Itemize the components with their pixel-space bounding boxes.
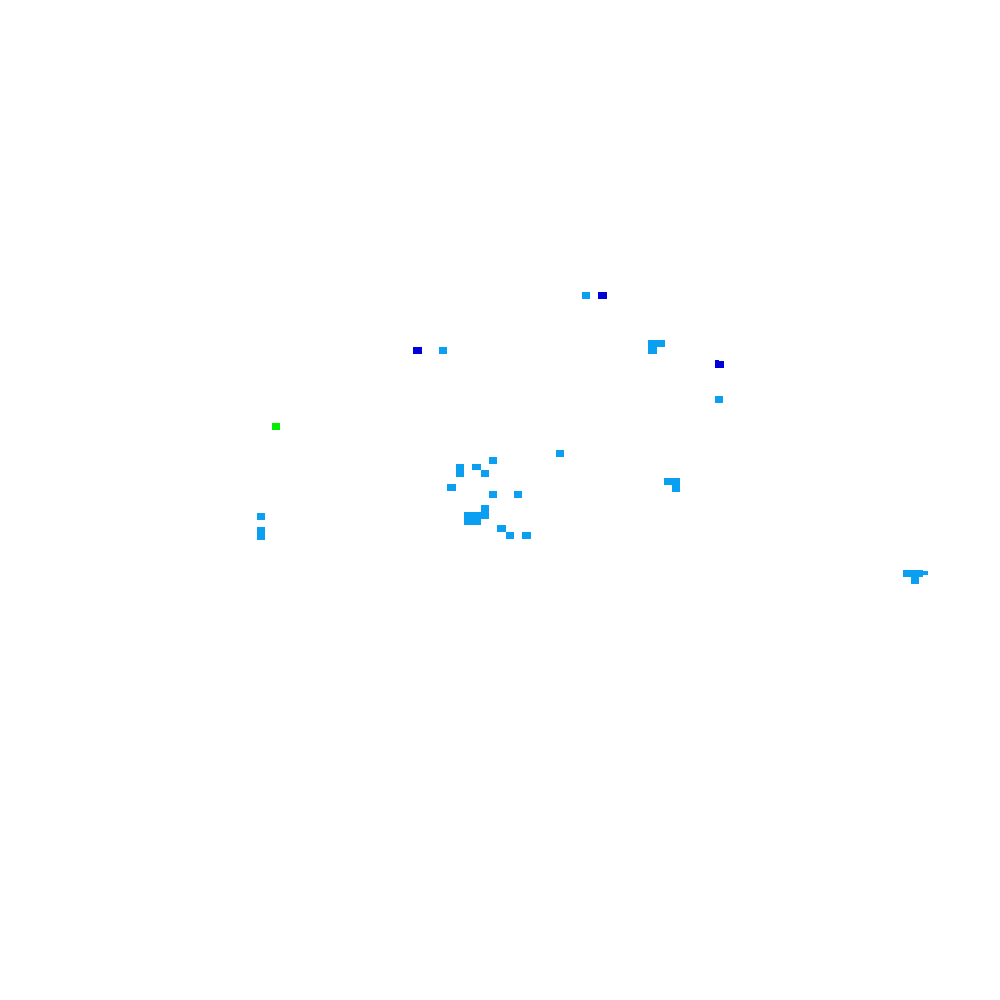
cell-light-blue [497, 525, 506, 532]
cell-light-blue [556, 450, 564, 457]
cell-light-blue [489, 491, 497, 498]
cell-light-blue [481, 470, 489, 477]
cell-light-blue [506, 532, 514, 539]
cell-dark-blue [413, 347, 422, 354]
cell-light-blue [514, 491, 522, 498]
cell-light-blue [472, 464, 481, 470]
cell-light-blue [481, 512, 489, 519]
cell-light-blue [489, 457, 497, 464]
cell-light-blue [648, 347, 657, 354]
cell-light-blue [911, 577, 919, 584]
cell-light-blue [664, 478, 680, 485]
cell-light-blue [447, 484, 456, 491]
cell-light-blue [522, 532, 531, 539]
cell-light-blue [923, 571, 928, 575]
cell-dark-blue [715, 360, 719, 362]
cell-light-blue [672, 485, 680, 492]
cell-light-blue [257, 513, 265, 520]
cell-dark-blue [715, 361, 724, 368]
cell-light-blue [464, 512, 481, 525]
cell-light-blue [439, 347, 447, 354]
cell-light-blue [715, 396, 723, 403]
cell-light-blue [903, 570, 923, 577]
cell-light-blue [456, 464, 464, 477]
cell-dark-blue [598, 292, 607, 299]
cell-green [272, 423, 280, 430]
cell-light-blue [582, 292, 590, 299]
cell-light-blue [257, 527, 265, 540]
cell-light-blue [648, 340, 665, 347]
cell-light-blue [481, 505, 489, 512]
